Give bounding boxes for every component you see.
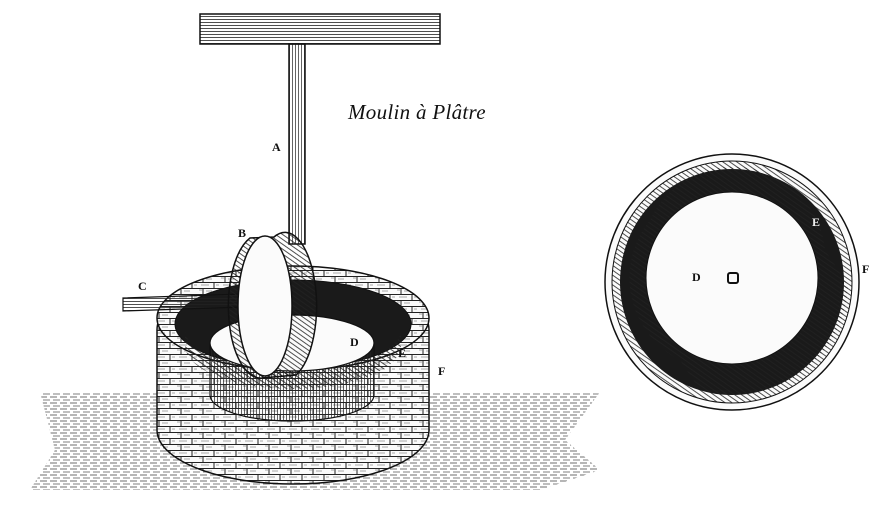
label-a: A [272,140,281,154]
label-d-left: D [350,335,359,349]
label-d-right: D [692,270,701,284]
label-f-left: F [438,364,446,378]
label-f-right: F [862,262,870,276]
plan-view [604,153,860,411]
shaft-a [288,43,306,245]
figure-title: Moulin à Plâtre [348,100,486,124]
plan-center-disc [645,191,819,365]
millstone-b [227,231,318,379]
plan-center-square [727,272,739,284]
label-e-left: E [398,346,407,360]
top-beam [199,13,441,45]
label-c: C [138,279,147,293]
label-e-right: E [812,215,821,229]
label-b: B [238,226,247,240]
